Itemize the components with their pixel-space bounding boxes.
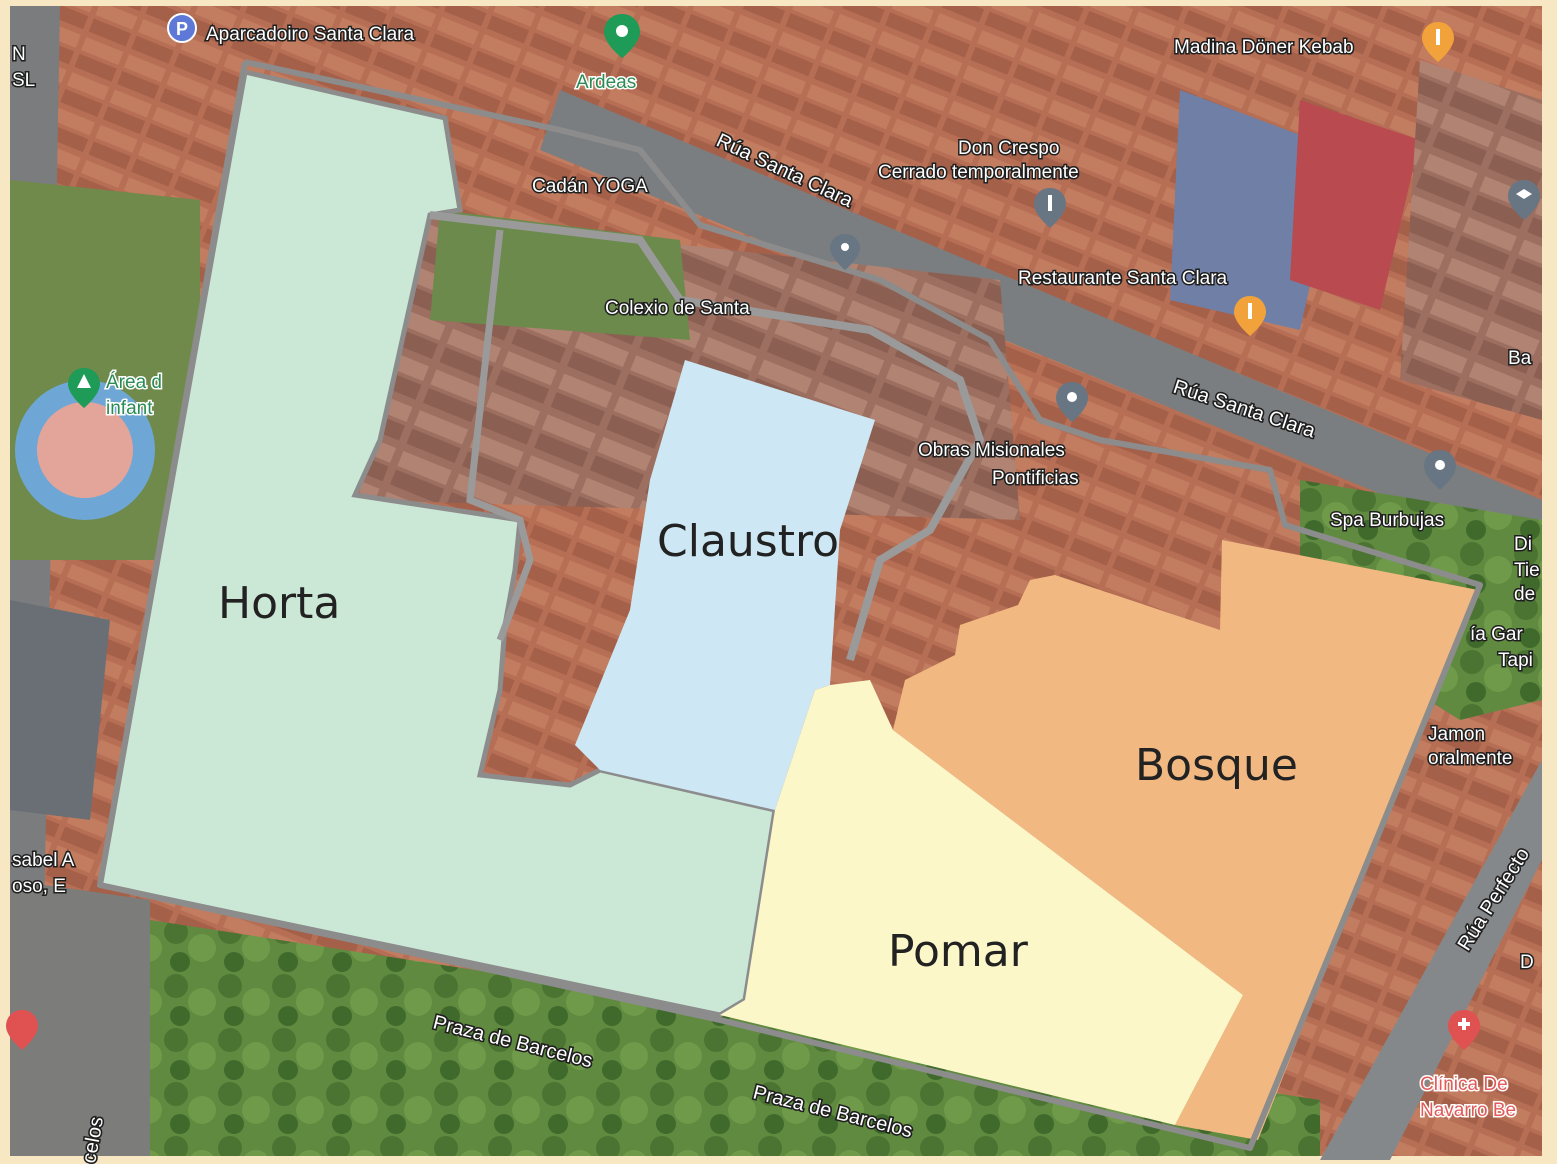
label-jamon-1: Jamon [1428, 724, 1485, 745]
fork-knife-icon-restaurante[interactable] [1234, 296, 1266, 336]
label-clinica-2: Navarro Be [1420, 1100, 1516, 1121]
label-aparcadoiro: Aparcadoiro Santa Clara [206, 24, 414, 45]
tree-icon[interactable] [68, 368, 100, 408]
label-don-crespo: Don Crespo [958, 138, 1059, 159]
label-don-crespo-status: Cerrado temporalmente [878, 162, 1079, 183]
location-pin-icon-colexio[interactable] [830, 234, 860, 270]
label-colexio: Colexio de Santa [605, 298, 750, 319]
convent-walls [429, 211, 985, 662]
label-restaurante: Restaurante Santa Clara [1018, 268, 1228, 289]
label-spa: Spa Burbujas [1330, 510, 1444, 531]
label-misionales-2: Pontificias [992, 468, 1079, 489]
label-yoga: Cadán YOGA [532, 176, 648, 197]
map-pins[interactable]: P [6, 13, 1540, 1050]
place-labels: Aparcadoiro Santa Clara Ardeas Madina Dö… [11, 23, 1542, 1123]
label-ardeas: Ardeas [576, 72, 636, 93]
svg-text:P: P [176, 19, 188, 39]
location-pin-icon-spa[interactable] [1424, 450, 1456, 490]
label-edge-de: de [1514, 584, 1535, 605]
bosque-area[interactable] [893, 540, 1478, 1140]
area-labels: Horta Claustro Bosque Pomar [218, 516, 1298, 977]
area-label-claustro: Claustro [657, 516, 839, 567]
label-edge-ba: Ba [1508, 348, 1532, 369]
property-boundary [97, 59, 1483, 1151]
location-pin-icon-left-bottom[interactable] [6, 1010, 38, 1050]
label-area-infantil-1: Área d [106, 372, 162, 393]
location-pin-icon-misionales[interactable] [1056, 382, 1088, 422]
label-isabel-1: sabel A [12, 850, 75, 871]
label-isabel-2: oso, E [12, 876, 66, 897]
parcels [97, 59, 1483, 1151]
label-edge-d: D [1520, 952, 1534, 973]
fork-knife-icon[interactable] [1422, 22, 1454, 62]
label-edge-tapi: Tapi [1498, 650, 1533, 671]
label-area-infantil-2: infant [106, 398, 153, 419]
street-left-bottom: celos [78, 1115, 108, 1164]
convent-walls-2 [466, 229, 534, 642]
area-label-bosque: Bosque [1135, 740, 1298, 791]
label-edge-sl: SL [12, 70, 35, 91]
label-edge-gar: ía Gar [1470, 624, 1523, 645]
fork-knife-icon-don-crespo[interactable] [1034, 188, 1066, 228]
label-clinica-1: Clínica De [1420, 1074, 1508, 1095]
pomar-area[interactable] [720, 680, 1243, 1125]
claustro-area[interactable] [575, 360, 875, 810]
area-label-pomar: Pomar [888, 926, 1029, 977]
label-misionales-1: Obras Misionales [918, 440, 1065, 461]
label-madina: Madina Döner Kebab [1174, 37, 1354, 58]
parking-icon[interactable]: P [167, 13, 197, 43]
label-jamon-2: oralmente [1428, 748, 1513, 769]
location-pin-icon[interactable] [604, 14, 640, 58]
area-label-horta: Horta [218, 578, 340, 629]
label-edge-tie: Tie [1514, 560, 1540, 581]
label-edge-di: Di [1514, 534, 1532, 555]
hospital-icon[interactable] [1448, 1010, 1480, 1050]
graduation-cap-icon[interactable] [1508, 180, 1540, 220]
label-edge-n: N [12, 44, 26, 65]
